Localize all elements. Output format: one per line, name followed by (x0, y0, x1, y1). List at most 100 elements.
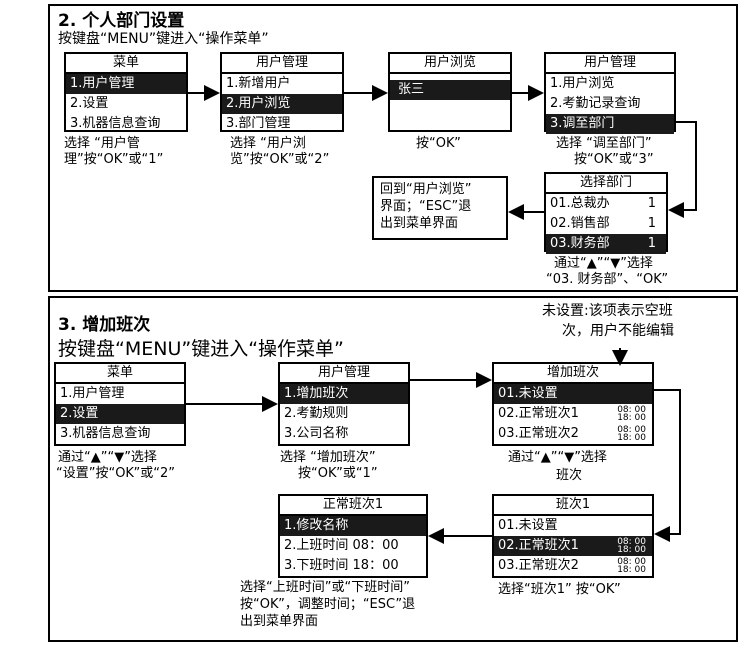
shift-end: 18: 00 (617, 545, 646, 555)
section-3-subtitle: 按键盘“MENU”键进入“操作菜单” (58, 338, 344, 360)
dept-label: 02.销售部 (550, 216, 610, 231)
menu-header: 用户管理 (546, 54, 674, 74)
s2-return-note: 回到“用户浏览” 界面；“ESC”退 出到菜单界面 (372, 176, 508, 240)
menu-item-browse-users[interactable]: 2.用户浏览 (222, 94, 342, 114)
menu-item-dept-ceo-office[interactable]: 01.总裁办 1 (546, 194, 666, 214)
menu-item-add-user[interactable]: 1.新增用户 (226, 76, 291, 91)
shift-label: 03.正常班次2 (498, 558, 579, 573)
section-2-title: 2. 个人部门设置 (58, 11, 185, 31)
s2-menu-user-management-2: 用户管理 1.用户浏览 2.考勤记录查询 3.调至部门 (544, 52, 676, 134)
menu-item-attendance-rules[interactable]: 2.考勤规则 (284, 406, 349, 421)
s2-caption-5a: 通过“▲”“▼”选择 (554, 256, 653, 271)
s2-menu-user-management: 用户管理 1.新增用户 2.用户浏览 3.部门管理 (220, 52, 344, 132)
menu-item-settings[interactable]: 2.设置 (56, 404, 184, 424)
shift-label: 02.正常班次1 (498, 538, 579, 553)
s2-caption-4a: 选择 “调至部门” (556, 136, 652, 151)
menu-header: 菜单 (66, 54, 186, 74)
shift-start: 08: 00 (617, 557, 646, 567)
dept-label: 01.总裁办 (550, 196, 610, 211)
menu-item-department-management[interactable]: 3.部门管理 (226, 116, 291, 131)
s3-menu-main: 菜单 1.用户管理 2.设置 3.机器信息查询 (54, 362, 186, 446)
dept-label: 03.财务部 (550, 236, 610, 251)
s3-caption-5c: 出到菜单界面 (240, 614, 319, 629)
s3-caption-2b: 按“OK”或“1” (298, 466, 378, 481)
s3-annotation-2: 次，用户不能编辑 (562, 323, 674, 339)
s2-caption-5b: “03. 财务部”、“OK” (546, 272, 669, 287)
s3-menu-normal-shift-1: 正常班次1 1.修改名称 2.上班时间 08：00 3.下班时间 18：00 (278, 494, 428, 578)
s3-caption-3b: 班次 (556, 468, 583, 483)
menu-item-dept-sales[interactable]: 02.销售部 1 (546, 214, 666, 234)
s3-caption-3a: 通过“▲”“▼”选择 (508, 450, 607, 465)
menu-item-end-time[interactable]: 3.下班时间 18：00 (284, 558, 399, 573)
s2-caption-1b: 理”按“OK”或“1” (64, 152, 164, 167)
s2-menu-main: 菜单 1.用户管理 2.设置 3.机器信息查询 (64, 52, 188, 132)
s3-caption-5b: 按“OK”，调整时间；“ESC”退 (240, 597, 416, 612)
menu-item-browse-users[interactable]: 1.用户浏览 (550, 76, 615, 91)
note-line-2: 界面；“ESC”退 (380, 199, 472, 214)
menu-item-attendance-query[interactable]: 2.考勤记录查询 (550, 96, 641, 111)
shift-start: 08: 00 (617, 405, 646, 415)
s3-caption-2a: 选择 “增加班次” (280, 450, 376, 465)
s2-menu-user-browse: 用户浏览 张三 (388, 52, 512, 132)
menu-header: 用户管理 (280, 364, 408, 384)
menu-item-dept-finance[interactable]: 03.财务部 1 (546, 234, 666, 254)
menu-header: 增加班次 (494, 364, 652, 384)
s2-caption-4b: 按“OK”或“3” (574, 152, 654, 167)
shift-start: 08: 00 (617, 425, 646, 435)
shift-end: 18: 00 (617, 565, 646, 575)
dept-value: 1 (647, 216, 656, 231)
menu-item-rename[interactable]: 1.修改名称 (280, 516, 426, 536)
s2-caption-3: 按“OK” (416, 136, 461, 151)
dept-value: 1 (647, 196, 656, 211)
menu-item-shift-unset[interactable]: 01.未设置 (494, 516, 652, 536)
menu-header: 班次1 (494, 496, 652, 516)
note-line-3: 出到菜单界面 (380, 216, 459, 231)
s3-caption-4: 选择“班次1” 按“OK” (498, 582, 621, 597)
s3-annotation-1: 未设置:该项表示空班 (542, 303, 673, 319)
s2-caption-2b: 览”按“OK”或“2” (230, 152, 330, 167)
menu-item-settings[interactable]: 2.设置 (70, 96, 109, 111)
list-item-user[interactable]: 张三 (390, 80, 510, 100)
shift-label: 01.未设置 (498, 386, 558, 401)
shift-label: 01.未设置 (498, 518, 558, 533)
menu-item-machine-info[interactable]: 3.机器信息查询 (70, 116, 161, 131)
s2-caption-2a: 选择 “用户浏 (230, 136, 306, 151)
menu-header: 用户浏览 (390, 54, 510, 74)
menu-item-company-name[interactable]: 3.公司名称 (284, 426, 349, 441)
s3-caption-1a: 通过“▲”“▼”选择 (58, 450, 157, 465)
s3-caption-1b: “设置”按“OK”或“2” (56, 466, 176, 481)
shift-end: 18: 00 (617, 433, 646, 443)
menu-item-user-management[interactable]: 1.用户管理 (66, 74, 186, 94)
menu-item-start-time[interactable]: 2.上班时间 08：00 (284, 538, 399, 553)
arrow-s2-4-to-5 (668, 121, 697, 218)
menu-item-move-department[interactable]: 3.调至部门 (546, 114, 674, 134)
menu-header: 用户管理 (222, 54, 342, 74)
section-2-subtitle: 按键盘“MENU”键进入“操作菜单” (58, 31, 269, 47)
section-3-title: 3. 增加班次 (58, 315, 151, 335)
menu-item-user-management[interactable]: 1.用户管理 (60, 386, 125, 401)
shift-label: 03.正常班次2 (498, 426, 579, 441)
note-line-1: 回到“用户浏览” (380, 182, 472, 197)
s2-menu-select-department: 选择部门 01.总裁办 1 02.销售部 1 03.财务部 1 (544, 172, 668, 254)
shift-label: 02.正常班次1 (498, 406, 579, 421)
s3-caption-5a: 选择“上班时间”或“下班时间” (240, 580, 410, 595)
dept-value: 1 (647, 236, 656, 251)
menu-item-add-shift[interactable]: 1.增加班次 (280, 384, 408, 404)
s2-caption-1a: 选择 “用户管 (64, 136, 140, 151)
menu-item-shift-unset[interactable]: 01.未设置 (494, 384, 652, 404)
s3-menu-user-management: 用户管理 1.增加班次 2.考勤规则 3.公司名称 (278, 362, 410, 446)
menu-item-machine-info[interactable]: 3.机器信息查询 (60, 426, 151, 441)
menu-header: 选择部门 (546, 174, 666, 194)
shift-end: 18: 00 (617, 413, 646, 423)
